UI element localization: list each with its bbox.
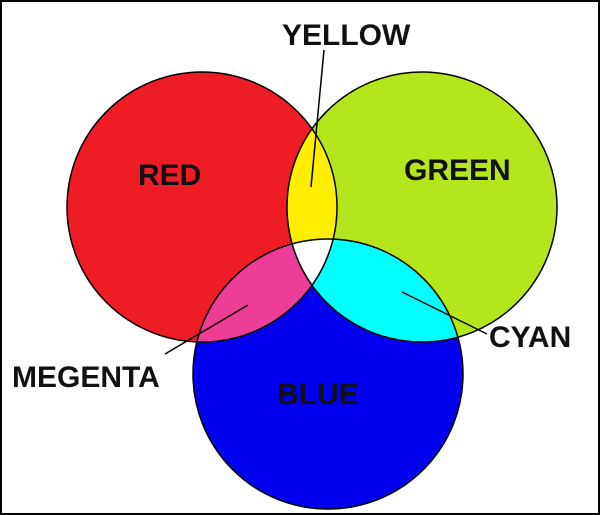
label-yellow: YELLOW <box>282 19 411 52</box>
cyan-leader-line <box>401 291 488 335</box>
cyan-overlap <box>287 239 463 342</box>
label-blue: BLUE <box>277 378 359 411</box>
label-red: RED <box>138 159 201 192</box>
label-cyan: CYAN <box>489 321 571 354</box>
yellow-leader-line <box>310 49 325 188</box>
label-green: GREEN <box>404 154 511 187</box>
label-magenta: MEGENTA <box>12 361 160 394</box>
leader-lines <box>164 49 488 355</box>
magenta-leader-line <box>164 304 249 355</box>
magenta-overlap <box>193 239 337 342</box>
circle-outlines <box>66 71 558 510</box>
